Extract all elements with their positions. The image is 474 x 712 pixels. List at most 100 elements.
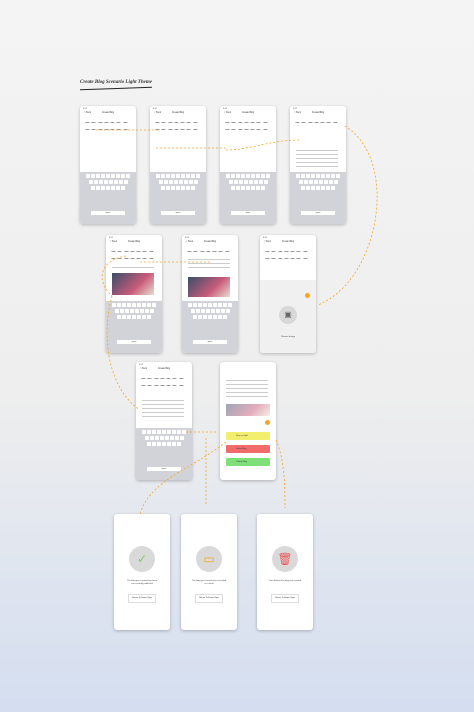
back-button[interactable]: < Back [294, 112, 302, 114]
folder-icon-glyph: ▭ [203, 552, 215, 566]
publish-blog-button[interactable]: Publish Blog [226, 458, 270, 466]
space-key[interactable]: space [193, 340, 227, 344]
screen-4: 9:41 < Back Create Blog space [290, 106, 346, 224]
screen-2: 9:41 < Back Create Blog space [150, 106, 206, 224]
space-key[interactable]: space [301, 211, 335, 215]
heading-underline [80, 86, 152, 91]
nav-title: Create Blog [101, 112, 115, 114]
trash-icon: 🗑 [272, 546, 298, 572]
screen-6: 9:41 < Back Create Blog space [182, 235, 238, 353]
text-line [188, 259, 230, 260]
text-line [142, 404, 184, 405]
format-toolbar[interactable] [225, 119, 270, 130]
add-button[interactable] [305, 293, 310, 298]
back-button[interactable]: < Back [154, 112, 162, 114]
return-home-button[interactable]: Return To Home Page [128, 594, 156, 603]
back-button[interactable]: < Back [186, 241, 194, 243]
status-time: 9:41 [83, 108, 87, 110]
text-line [296, 154, 338, 155]
back-button[interactable]: < Back [110, 241, 118, 243]
keyboard[interactable]: space [290, 172, 346, 224]
format-toolbar[interactable] [155, 119, 200, 130]
text-line [142, 416, 184, 417]
back-button[interactable]: < Back [264, 241, 272, 243]
format-toolbar[interactable] [187, 248, 232, 252]
nav-title: Create Blog [127, 241, 141, 243]
folder-icon: ▭ [196, 546, 222, 572]
text-line [296, 158, 338, 159]
back-button[interactable]: < Back [140, 368, 148, 370]
status-time: 9:41 [263, 237, 267, 239]
keyboard[interactable]: space [80, 172, 136, 224]
keyboard[interactable]: space [182, 301, 238, 353]
space-key[interactable]: space [161, 211, 195, 215]
delete-blog-button[interactable]: Delete Blog [226, 445, 270, 453]
page-heading: Create Blog Scenario Light Theme [80, 80, 152, 85]
back-button[interactable]: < Back [224, 112, 232, 114]
result-published: ✓ The blog you created has been successf… [114, 514, 170, 630]
text-line [142, 400, 184, 401]
result-draft: ▭ The blog you created was recorded as a… [181, 514, 237, 630]
space-key[interactable]: space [91, 211, 125, 215]
format-toolbar[interactable] [85, 119, 130, 130]
status-time: 9:41 [153, 108, 157, 110]
text-line [188, 263, 230, 264]
status-time: 9:41 [185, 237, 189, 239]
text-line [226, 380, 268, 381]
keyboard[interactable]: space [106, 301, 162, 353]
keyboard[interactable]: space [220, 172, 276, 224]
keyboard[interactable]: space [136, 428, 192, 480]
status-time: 9:41 [293, 108, 297, 110]
nav-title: Create Blog [203, 241, 217, 243]
screen-7: 9:41 < Back Create Blog ▣ Choose Image [260, 235, 316, 353]
text-line [296, 150, 338, 151]
flow-arrow [275, 439, 286, 509]
format-toolbar[interactable] [111, 248, 156, 259]
text-line [226, 384, 268, 385]
text-line [226, 392, 268, 393]
result-message: The blog you created was recorded as a d… [191, 580, 227, 585]
save-draft-button[interactable]: Save as draft [226, 432, 270, 440]
save-draft-label: Save as draft [236, 435, 248, 437]
text-line [142, 408, 184, 409]
text-line [226, 396, 268, 397]
format-toolbar[interactable] [265, 248, 310, 259]
image-icon[interactable]: ▣ [279, 305, 297, 324]
choose-image-label: Choose Image [280, 336, 296, 339]
nav-title: Create Blog [281, 241, 295, 243]
blog-image [112, 273, 154, 295]
screen-8: 9:41 < Back Create Blog space [136, 362, 192, 480]
result-message: You deleted the blog you created [269, 580, 301, 582]
return-home-button[interactable]: Return To Home Page [195, 594, 223, 603]
screen-1: 9:41 < Back Create Blog space [80, 106, 136, 224]
format-toolbar[interactable] [295, 119, 340, 123]
status-time: 9:41 [139, 364, 143, 366]
result-deleted: 🗑 You deleted the blog you created Retur… [257, 514, 313, 630]
text-line [296, 162, 338, 163]
blog-image [188, 277, 230, 297]
nav-title: Create Blog [157, 368, 171, 370]
status-time: 9:41 [109, 237, 113, 239]
result-message: The blog you created has been successful… [126, 580, 158, 585]
trash-icon-glyph: 🗑 [277, 552, 293, 566]
space-key[interactable]: space [147, 467, 181, 471]
screen-5: 9:41 < Back Create Blog space [106, 235, 162, 353]
space-key[interactable]: space [231, 211, 265, 215]
keyboard[interactable]: space [150, 172, 206, 224]
nav-title: Create Blog [311, 112, 325, 114]
nav-title: Create Blog [241, 112, 255, 114]
options-button[interactable] [265, 420, 270, 425]
space-key[interactable]: space [117, 340, 151, 344]
return-home-button[interactable]: Return To Home Page [271, 594, 299, 603]
text-line [188, 267, 230, 268]
format-toolbar[interactable] [141, 375, 186, 386]
text-line [226, 388, 268, 389]
check-icon-glyph: ✓ [136, 552, 148, 566]
back-button[interactable]: < Back [84, 112, 92, 114]
screen-3: 9:41 < Back Create Blog space [220, 106, 276, 224]
text-line [296, 166, 338, 167]
status-time: 9:41 [223, 108, 227, 110]
text-line [142, 412, 184, 413]
blog-image [226, 404, 270, 416]
check-icon: ✓ [129, 546, 155, 572]
